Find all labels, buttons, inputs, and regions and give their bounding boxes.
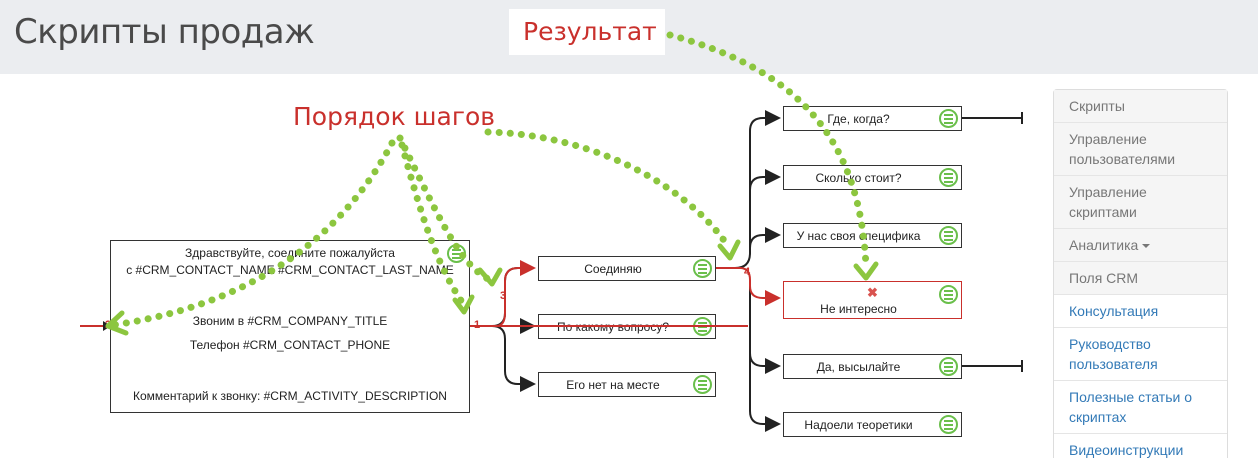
menu-lines-icon[interactable] (693, 259, 712, 278)
annotation-arrow-step4 (484, 128, 732, 250)
greeting-line-1: Здравствуйте, соедините пожалуйста (185, 246, 395, 260)
answer-node-specifika[interactable]: У нас своя специфика (783, 223, 962, 248)
path-highlight-step4 (716, 267, 781, 306)
answer-node-da-vysylaite[interactable]: Да, высылайте (783, 354, 962, 379)
script-node-greeting[interactable]: Здравствуйте, соедините пожалуйста с #CR… (110, 240, 470, 413)
close-icon: ✖ (867, 285, 878, 300)
path-highlight-step3 (495, 260, 536, 327)
sidebar-item-analytics[interactable]: Аналитика (1054, 228, 1227, 261)
menu-lines-icon[interactable] (939, 109, 958, 128)
greeting-line-2: с #CRM_CONTACT_NAME #CRM_CONTACT_LAST_NA… (126, 263, 454, 277)
connector-main-net (491, 325, 536, 392)
menu-lines-icon[interactable] (939, 357, 958, 376)
answer-label: Где, когда? (827, 112, 890, 126)
menu-lines-icon[interactable] (939, 168, 958, 187)
step-number-3: 3 (500, 290, 507, 302)
greeting-line-3: Звоним в #CRM_COMPANY_TITLE (192, 314, 388, 328)
menu-lines-icon[interactable] (939, 285, 958, 304)
answer-node-skolko-stoit[interactable]: Сколько стоит? (783, 165, 962, 190)
greeting-line-4: Телефон #CRM_CONTACT_PHONE (189, 338, 391, 352)
sidebar-item-crm-fields[interactable]: Поля CRM (1054, 261, 1227, 294)
sidebar-item-consultation[interactable]: Консультация (1054, 294, 1227, 327)
answer-label: У нас своя специфика (796, 229, 921, 243)
answer-node-soedinyau[interactable]: Соединяю (538, 256, 716, 281)
answer-node-gde-kogda[interactable]: Где, когда? (783, 106, 962, 131)
annotation-arrow-step1 (398, 141, 468, 309)
sidebar-item-useful-articles[interactable]: Полезные статьи о скриптах (1054, 380, 1227, 433)
answer-label: Его нет на месте (566, 378, 660, 392)
page-title: Скрипты продаж (14, 12, 315, 52)
annotation-arrow-result (666, 31, 870, 270)
sidebar-item-scripts[interactable]: Скрипты (1054, 90, 1227, 122)
step-number-4: 4 (744, 266, 751, 278)
annotation-arrow-step2 (109, 139, 396, 329)
sidebar-item-video-tutorials[interactable]: Видеоинструкции (1054, 433, 1227, 458)
sidebar-item-script-management[interactable]: Управление скриптами (1054, 175, 1227, 228)
menu-lines-icon[interactable] (939, 226, 958, 245)
sidebar-item-user-guide[interactable]: Руководство пользователя (1054, 327, 1227, 380)
answer-node-ne-interesno[interactable]: ✖ Не интересно (783, 281, 962, 319)
answer-label: Сколько стоит? (815, 171, 902, 185)
callout-result: Результат (509, 9, 665, 55)
sidebar-item-user-management[interactable]: Управление пользователями (1054, 122, 1227, 175)
annotation-arrow-step3 (396, 134, 494, 284)
answer-node-nadoeli[interactable]: Надоели теоретики (783, 412, 962, 437)
step-number-1: 1 (474, 319, 481, 331)
callout-step-order: Порядок шагов (293, 102, 495, 131)
answer-label: Соединяю (584, 262, 642, 276)
answer-label: Надоели теоретики (804, 418, 913, 432)
caret-down-icon (1142, 244, 1151, 249)
answer-label: Не интересно (820, 302, 897, 316)
answer-node-ego-net[interactable]: Его нет на месте (538, 372, 716, 397)
sidebar-item-label: Аналитика (1069, 237, 1139, 253)
greeting-line-5: Комментарий к звонку: #CRM_ACTIVITY_DESC… (133, 389, 447, 403)
menu-lines-icon[interactable] (939, 415, 958, 434)
sidebar-menu: Скрипты Управление пользователями Управл… (1053, 89, 1228, 458)
answer-label: Да, высылайте (816, 360, 901, 374)
menu-lines-icon[interactable] (693, 375, 712, 394)
